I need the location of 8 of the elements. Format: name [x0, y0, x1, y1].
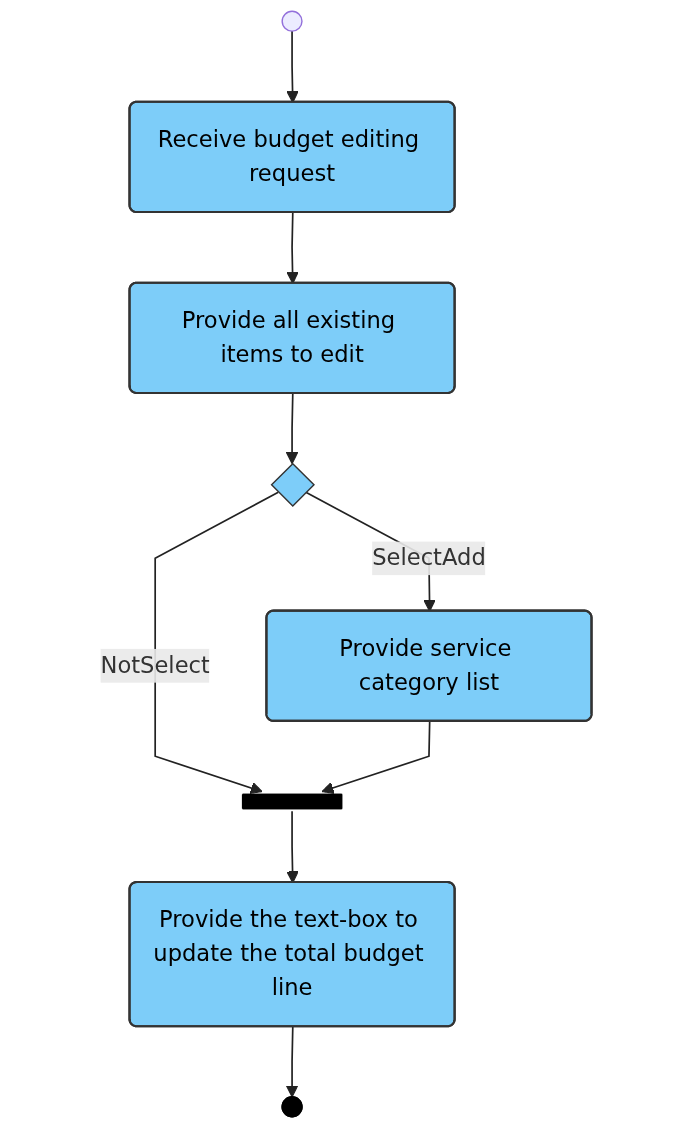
arrow [320, 720, 431, 794]
node-circle [280, 10, 303, 32]
arrow [153, 491, 279, 794]
edge-label: SelectAdd [371, 544, 486, 572]
edge-label: NotSelect [99, 651, 210, 679]
arrow [285, 1026, 298, 1098]
arrow [285, 392, 298, 465]
node-diamond [270, 462, 315, 508]
